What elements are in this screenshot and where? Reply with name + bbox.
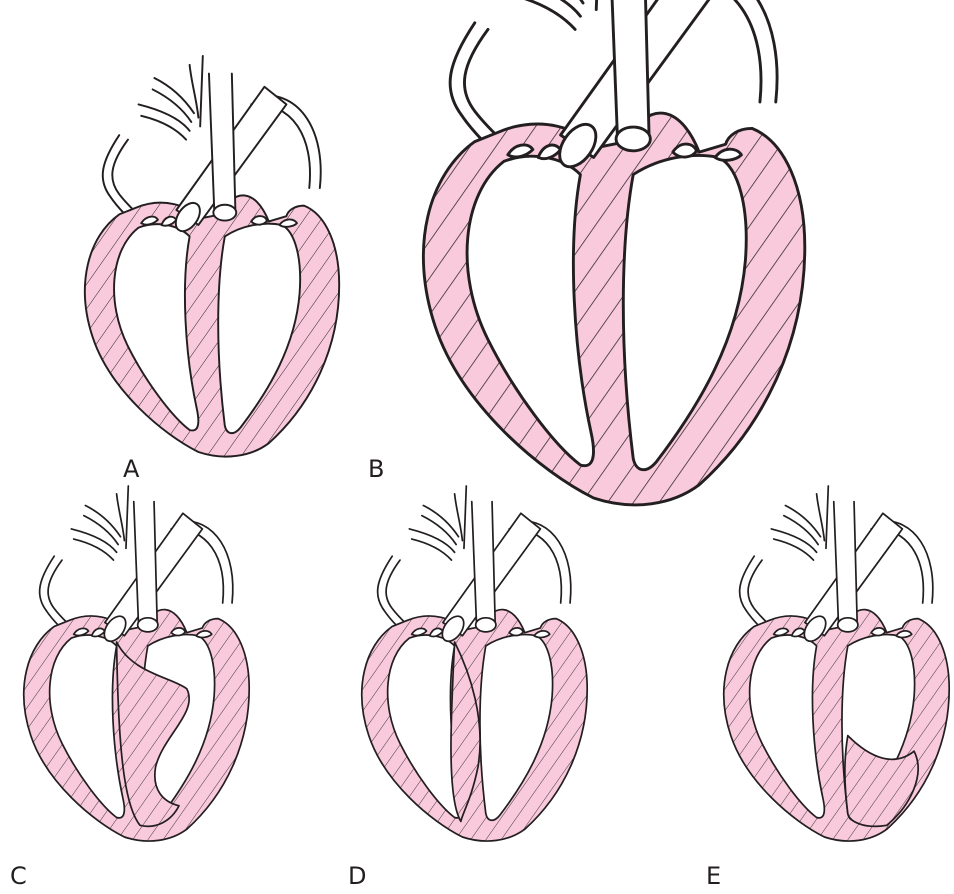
panel-label-a: A [123, 455, 140, 483]
heart-d [362, 486, 587, 841]
panel-label-c: C [10, 862, 27, 890]
panel-label-b: B [368, 455, 384, 483]
panel-label-d: D [348, 862, 366, 890]
heart-c [24, 486, 249, 841]
heart-a [85, 56, 339, 457]
heart-b [423, 0, 804, 505]
panel-label-e: E [706, 862, 721, 890]
heart-e [724, 486, 949, 841]
